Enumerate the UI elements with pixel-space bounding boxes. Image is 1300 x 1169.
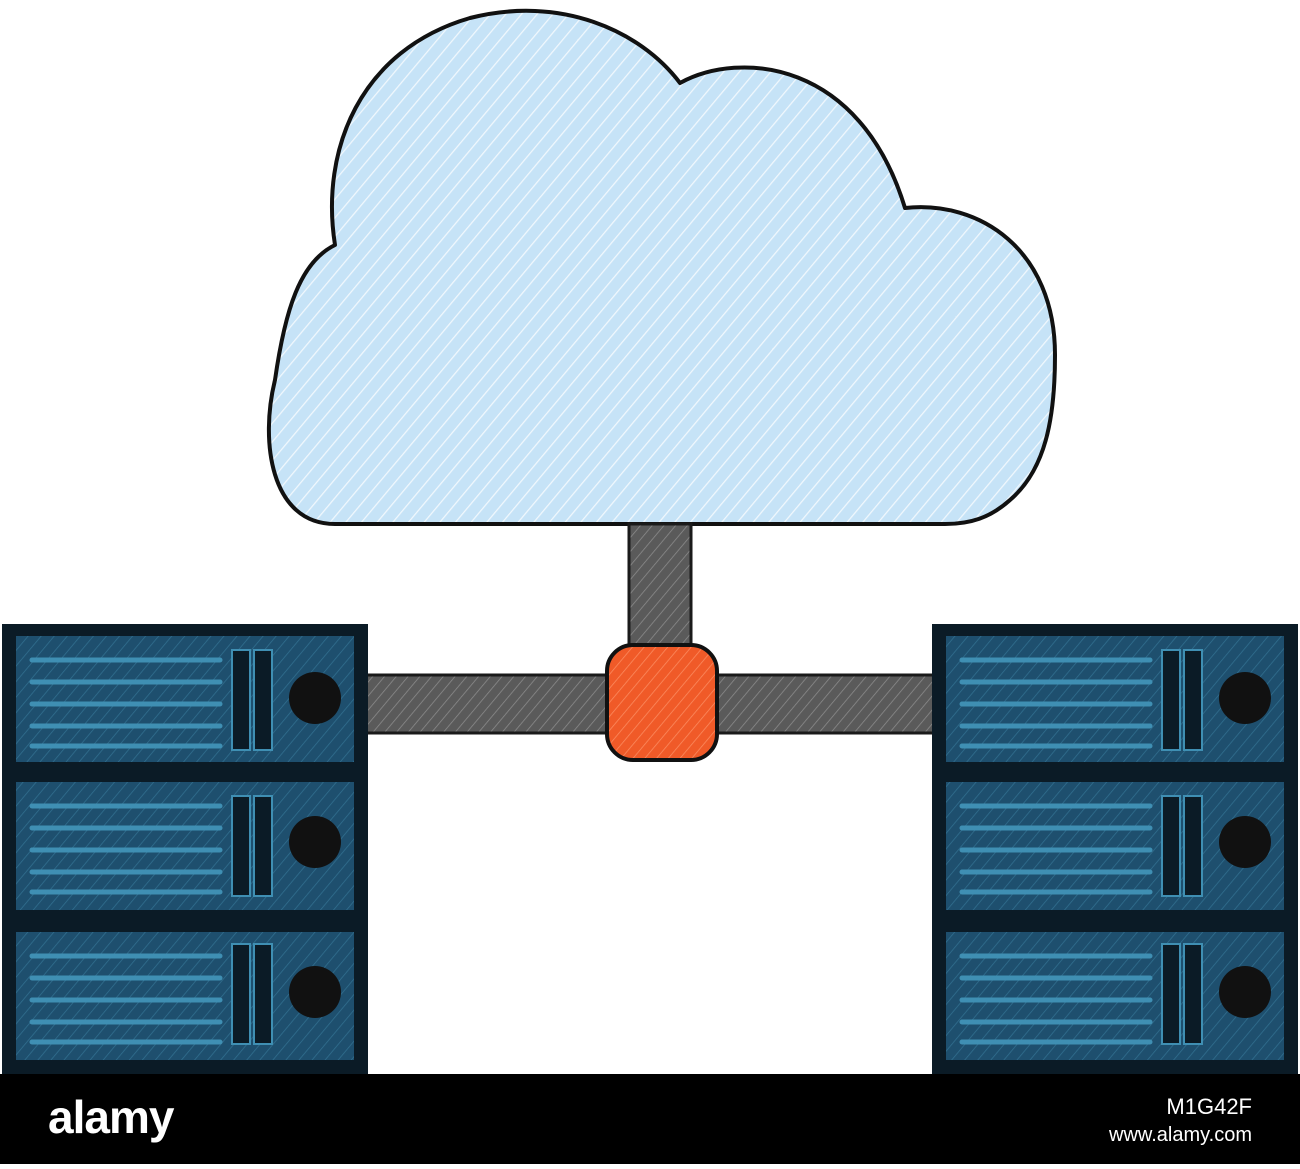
cloud-connector — [627, 522, 693, 658]
network-hub-icon — [605, 643, 719, 762]
server-rack-left — [2, 624, 368, 1074]
server-disk-icon — [289, 672, 341, 724]
cloud-icon — [266, 8, 1057, 526]
watermark-site: www.alamy.com — [1109, 1124, 1252, 1146]
server-rack-icon — [932, 624, 1298, 1074]
watermark-image-id: M1G42F — [1166, 1094, 1252, 1119]
watermark-bar — [0, 1074, 1300, 1164]
watermark-brand: alamy — [48, 1091, 174, 1143]
server-rack-icon — [2, 624, 368, 1074]
server-disk-icon — [289, 816, 341, 868]
server-disk-icon — [1219, 672, 1271, 724]
server-rack-right — [932, 624, 1298, 1074]
server-disk-icon — [1219, 816, 1271, 868]
server-disk-icon — [1219, 966, 1271, 1018]
server-disk-icon — [289, 966, 341, 1018]
